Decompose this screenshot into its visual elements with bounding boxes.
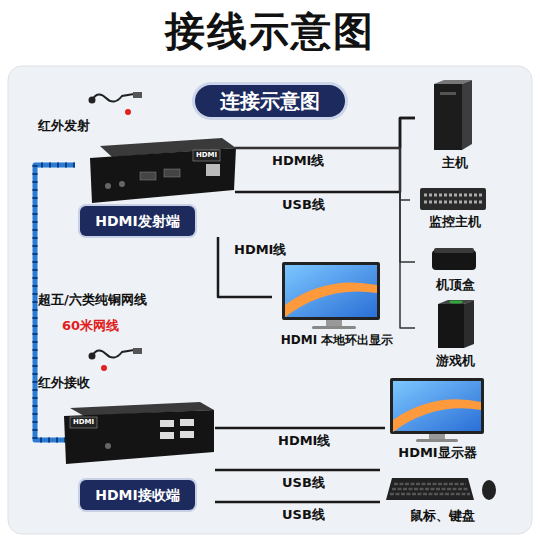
hdmi-monitor-part xyxy=(390,378,484,434)
game-console xyxy=(438,300,474,348)
local-monitor-part xyxy=(285,283,377,318)
hdmi-monitor-part xyxy=(393,381,481,431)
ir-receiver-cable-part xyxy=(101,365,107,371)
transmitter-device xyxy=(90,138,236,203)
node-text: 鼠标、键盘 xyxy=(380,507,505,525)
ir-receiver-cable-part xyxy=(133,348,142,354)
nvr-device-part xyxy=(424,201,482,204)
host-pc: 主机 xyxy=(415,78,495,170)
nvr-device xyxy=(420,188,486,210)
free-label: HDMI xyxy=(195,151,218,160)
keyboard-mouse-part xyxy=(392,488,468,491)
edge-label: USB线 xyxy=(282,196,325,214)
node-text: 连接示意图 xyxy=(195,85,345,117)
ir-emitter-cable xyxy=(89,92,143,115)
keyboard-mouse-part xyxy=(386,478,474,500)
receiver-device-part xyxy=(180,431,194,438)
edge-label: USB线 xyxy=(282,474,325,492)
pc-tower-part xyxy=(434,84,462,150)
hdmi-monitor-part xyxy=(429,434,445,439)
ir-emitter-cable-part xyxy=(133,92,142,98)
keyboard-mouse: 鼠标、键盘 xyxy=(380,465,505,525)
transmitter-device-part xyxy=(90,148,236,203)
nvr-device-part xyxy=(424,194,482,197)
node-text: HDMI 本地环出显示 xyxy=(272,332,402,349)
ir-receiver-cable xyxy=(89,348,143,371)
keyboard-mouse xyxy=(386,478,496,500)
game-console-part xyxy=(464,300,474,348)
ir-emitter-cable-part xyxy=(92,94,134,102)
local-monitor-part xyxy=(312,326,356,329)
free-label: 红外发射 xyxy=(38,117,90,135)
local-monitor-part xyxy=(282,262,380,320)
transmitter-device-part xyxy=(105,183,111,189)
cable-line xyxy=(235,118,415,148)
ir-emitter-cable-part xyxy=(89,97,96,104)
nvr-host: 监控主机 xyxy=(410,180,500,230)
hdmi-monitor-part xyxy=(416,439,458,442)
keyboard-mouse-part xyxy=(394,483,466,486)
local-monitor xyxy=(282,262,380,329)
edge-label: USB线 xyxy=(282,506,325,524)
edge-label: HDMI线 xyxy=(234,241,286,259)
edge-label: HDMI线 xyxy=(278,432,330,450)
local-monitor-part xyxy=(285,265,377,317)
hdmi-monitor xyxy=(390,378,484,442)
ir-emitter-cable-part xyxy=(125,109,131,115)
node-text: 监控主机 xyxy=(410,213,500,231)
diagram-title: 接线示意图 xyxy=(0,6,540,56)
nvr-device-part xyxy=(420,188,486,210)
ir-receiver-cable-part xyxy=(92,350,134,358)
free-label: 60米网线 xyxy=(62,317,119,335)
receiver-device-part xyxy=(64,410,214,464)
cable-line xyxy=(215,501,380,504)
transmitter-device-part xyxy=(164,169,180,177)
node-text: HDMI显示器 xyxy=(385,444,490,462)
transmitter-device-part xyxy=(206,164,220,176)
node-text: HDMI接收端 xyxy=(80,480,195,510)
node-text: HDMI发射端 xyxy=(80,206,195,236)
edge-label: HDMI线 xyxy=(272,152,324,170)
free-label: 红外接收 xyxy=(38,374,90,392)
keyboard-mouse-part xyxy=(390,493,470,496)
node-text: 主机 xyxy=(415,154,495,172)
cable-line xyxy=(215,427,385,430)
bracket-line xyxy=(235,148,415,262)
receiver-device-part xyxy=(160,432,174,439)
edge-label: 超五/六类纯铜网线 xyxy=(38,291,147,309)
keyboard-mouse-part xyxy=(482,480,496,500)
set-top-box xyxy=(432,248,476,270)
transmitter-device-part xyxy=(193,150,220,161)
game-console-part xyxy=(449,300,463,303)
background-panel xyxy=(8,66,532,534)
bracket-line xyxy=(235,148,410,200)
receiver-device-part xyxy=(105,443,111,449)
cable-line xyxy=(235,118,415,192)
pc-tower-part xyxy=(440,92,456,95)
receiver-device-part xyxy=(70,417,97,428)
hdmi-monitor-part xyxy=(393,399,481,432)
hdmi-monitor: HDMI显示器 xyxy=(385,376,490,464)
cable-line xyxy=(215,469,380,472)
set-top-box-part xyxy=(434,248,474,253)
pc-tower-part xyxy=(462,80,472,150)
transmitter-device-part xyxy=(140,172,156,180)
bracket-line xyxy=(235,148,415,328)
receiver-device-part xyxy=(180,419,194,426)
title-pill: 连接示意图 xyxy=(195,85,345,117)
ir-receiver-cable-part xyxy=(89,353,96,360)
node-text: 机顶盒 xyxy=(415,276,495,294)
free-label: HDMI xyxy=(72,418,95,427)
local-monitor: HDMI 本地环出显示 xyxy=(272,262,402,350)
receiver-device xyxy=(64,402,214,464)
game-console: 游戏机 xyxy=(415,298,495,368)
set-top-box: 机顶盒 xyxy=(415,240,495,294)
node-text: 游戏机 xyxy=(415,352,495,370)
receiver-device-part xyxy=(160,420,174,427)
local-monitor-part xyxy=(326,320,342,326)
transmitter-device-part xyxy=(119,181,125,187)
game-console-part xyxy=(438,304,464,348)
pc-tower xyxy=(434,80,472,150)
